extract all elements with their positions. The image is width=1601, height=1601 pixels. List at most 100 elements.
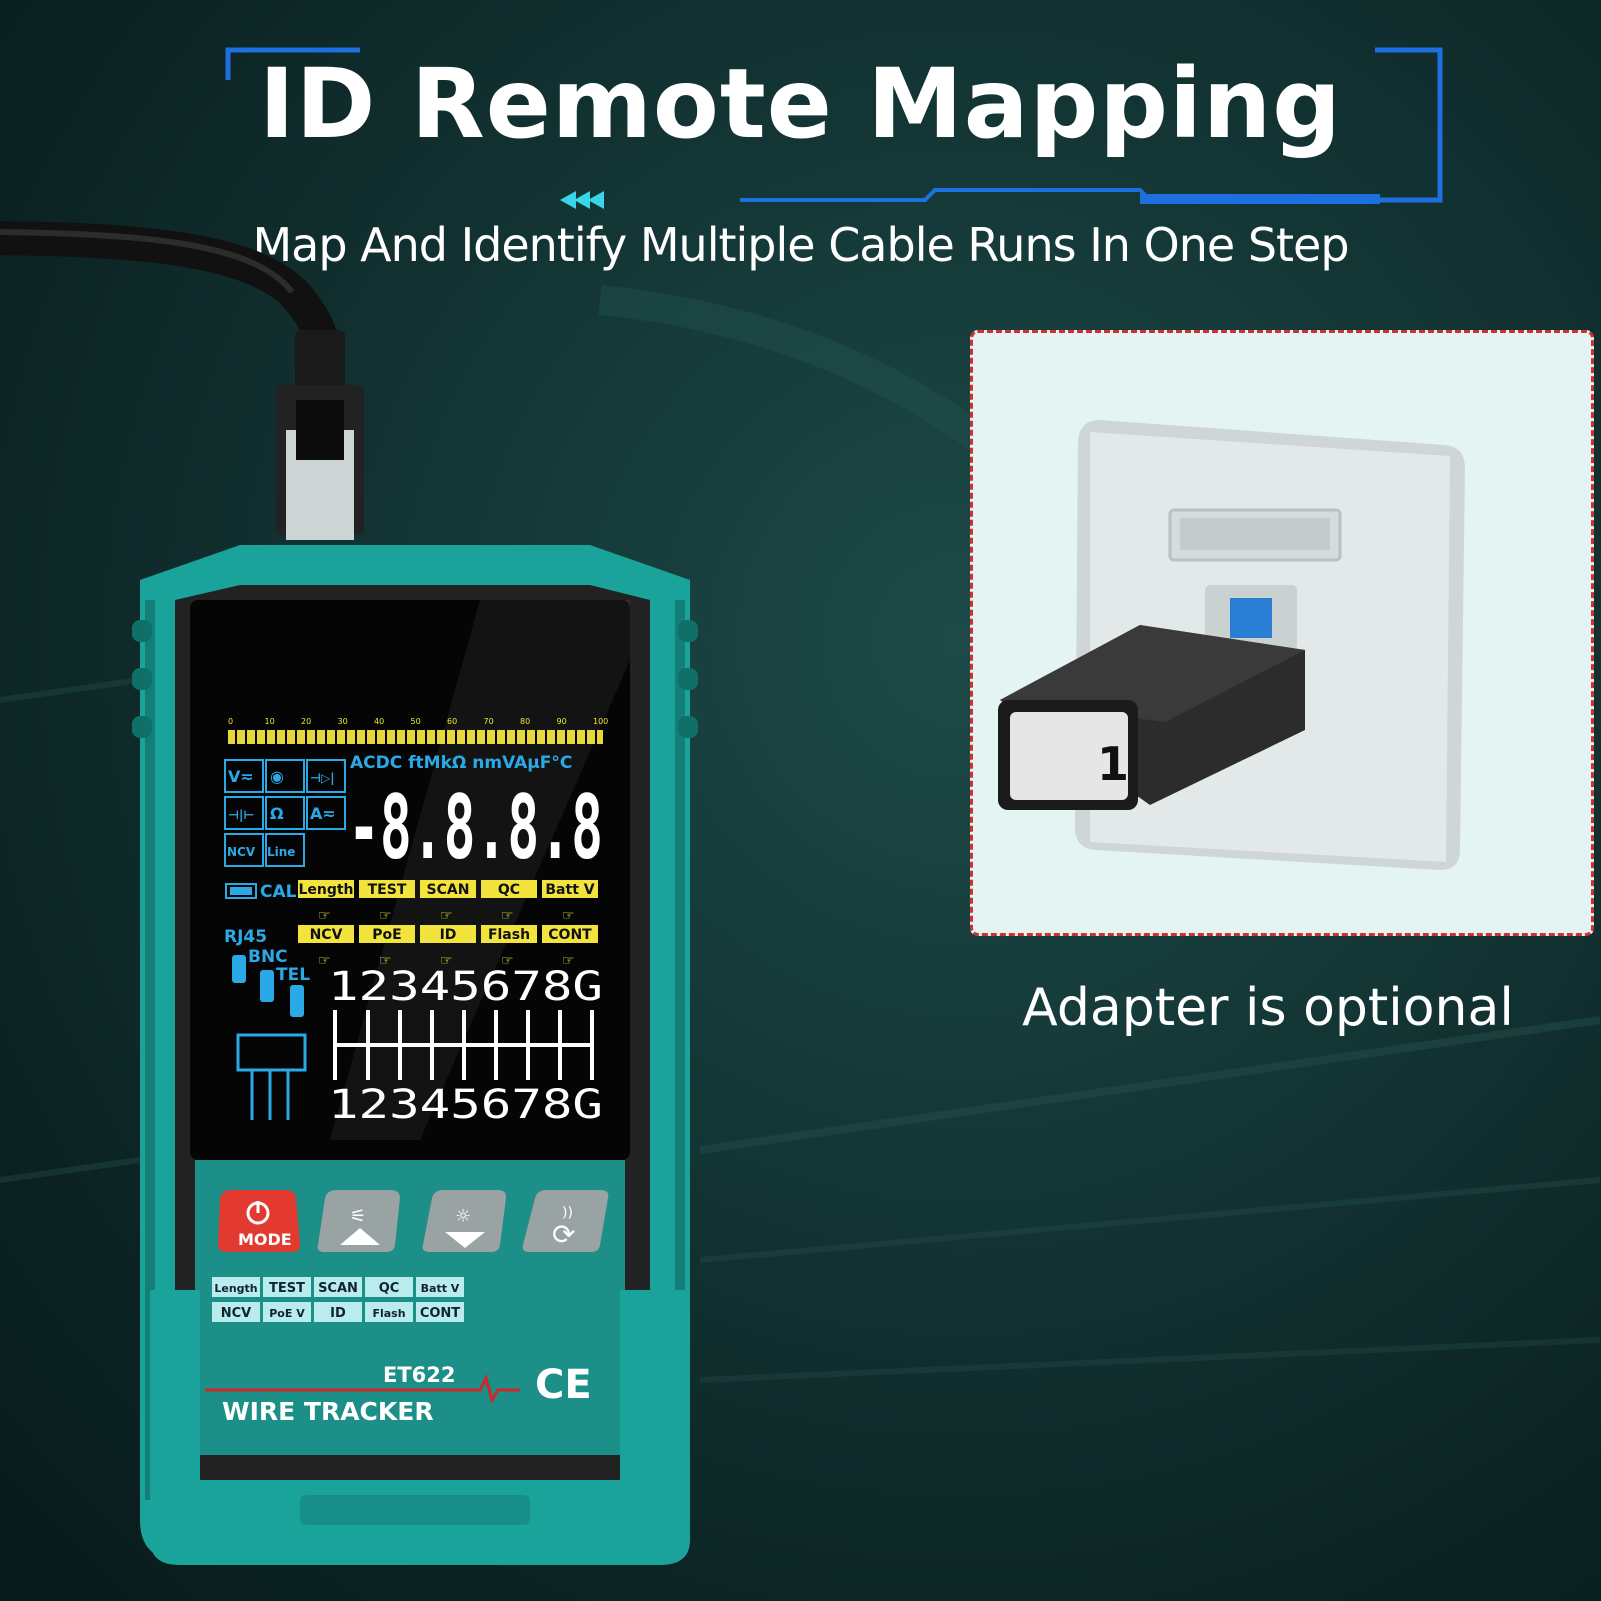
pointer-icon: ☞ <box>318 908 331 924</box>
legend-label: Flash <box>372 1307 405 1320</box>
ce-mark: CE <box>535 1362 592 1408</box>
bulb-icon: ☼ <box>455 1206 471 1227</box>
pulse-line <box>205 1373 520 1404</box>
mode-indicator-box <box>298 925 354 943</box>
side-label: BNC <box>248 947 288 967</box>
legend-label: CONT <box>420 1306 460 1321</box>
legend-label: ID <box>330 1306 346 1321</box>
adapter-panel <box>970 330 1594 936</box>
pointer-icon: ☞ <box>318 953 331 969</box>
mode-indicator-label: Flash <box>488 927 530 943</box>
cycle-button[interactable]: ⟳ )) <box>522 1190 609 1252</box>
mode-indicator-label: SCAN <box>427 882 470 898</box>
scale-tick-label: 60 <box>447 717 457 726</box>
pointer-icon: ☞ <box>379 953 392 969</box>
page-subtitle: Map And Identify Multiple Cable Runs In … <box>252 218 1349 272</box>
mode-indicator-label: Length <box>298 882 353 898</box>
pointer-icon: ☞ <box>501 953 514 969</box>
scale-tick-label: 0 <box>228 717 233 726</box>
function-icon-label: NCV <box>227 845 256 859</box>
scale-tick-label: 40 <box>374 717 384 726</box>
function-icon-label: Ω <box>270 804 284 823</box>
scale-tick-label: 20 <box>301 717 311 726</box>
legend-label: QC <box>379 1281 400 1296</box>
arrow-up-icon <box>340 1228 380 1245</box>
pin-numbers-top: 12345678G <box>328 964 603 1010</box>
function-icon-label: V≂ <box>228 767 254 786</box>
legend-box <box>263 1302 311 1322</box>
adapter-caption: Adapter is optional <box>1022 978 1514 1038</box>
model-number: ET622 <box>383 1363 456 1387</box>
scale-tick-label: 70 <box>484 717 494 726</box>
mode-indicator-box <box>359 880 415 898</box>
network-cable <box>0 221 364 540</box>
scale-tick-label: 100 <box>593 717 608 726</box>
mode-button-label: MODE <box>238 1230 292 1249</box>
title-bracket-right <box>740 47 1443 204</box>
pointer-icon: ☞ <box>501 908 514 924</box>
function-icon-label: ⊣|⊢ <box>228 808 254 822</box>
legend-box <box>263 1277 311 1297</box>
pointer-icon: ☞ <box>440 953 453 969</box>
mode-indicator-label: NCV <box>310 927 343 943</box>
legend-label: Length <box>214 1282 257 1295</box>
side-label: TEL <box>276 965 310 985</box>
mode-indicator-label: QC <box>498 882 520 898</box>
scale-tick-label: 10 <box>265 717 275 726</box>
flashlight-icon: ⚟ <box>350 1206 366 1227</box>
mode-indicator-box <box>298 880 354 898</box>
legend-box <box>212 1302 260 1322</box>
connector-icons <box>232 955 304 1017</box>
side-label: CAL <box>260 882 297 902</box>
legend-label: SCAN <box>318 1281 358 1296</box>
up-button[interactable]: ⚟ <box>317 1190 400 1252</box>
mode-indicator-box <box>542 880 598 898</box>
device-name: WIRE TRACKER <box>222 1397 434 1426</box>
legend-label: Batt V <box>421 1282 460 1295</box>
mode-indicator-box <box>420 880 476 898</box>
probe-icon <box>236 1033 307 1120</box>
wire-tracker-device: 0 10 20 30 40 50 60 70 80 90 100 ACDC ftMkΩ nmVAμF… <box>132 545 698 1565</box>
mode-indicator-label: CONT <box>548 927 592 943</box>
legend-label: TEST <box>269 1281 305 1296</box>
units-row: ACDC ftMkΩ nmVAμF°C <box>350 753 572 773</box>
title-bracket-left <box>225 47 360 80</box>
cable-boot <box>295 330 345 400</box>
pointer-icon: ☞ <box>562 953 575 969</box>
down-button[interactable]: ☼ <box>422 1190 507 1252</box>
legend-label: NCV <box>221 1306 251 1321</box>
function-icon-label: ◉ <box>270 767 284 786</box>
legend-label: PoE V <box>269 1307 305 1320</box>
legend-box <box>314 1277 362 1297</box>
function-icon-label: Line <box>267 845 295 859</box>
mode-indicator-box <box>481 925 537 943</box>
main-reading: -8.8.8.8 <box>348 776 603 879</box>
function-icon-label: A≂ <box>310 804 336 823</box>
legend-box <box>416 1302 464 1322</box>
scale-tick-label: 80 <box>520 717 530 726</box>
pointer-icon: ☞ <box>379 908 392 924</box>
mode-indicator-box <box>359 925 415 943</box>
mode-indicator-label: Batt V <box>545 882 594 898</box>
battery-icon <box>225 883 257 899</box>
mode-indicator-label: PoE <box>372 927 401 943</box>
pointer-icon: ☞ <box>562 908 575 924</box>
mode-indicator-label: TEST <box>368 882 407 898</box>
chevron-left-icon <box>560 191 604 209</box>
legend-box <box>212 1277 260 1297</box>
mode-indicator-box <box>542 925 598 943</box>
mode-indicator-box <box>481 880 537 898</box>
scale-tick-label: 30 <box>338 717 348 726</box>
wiremap-lines <box>333 1010 594 1080</box>
refresh-icon: ⟳ <box>552 1218 575 1251</box>
mode-power-button[interactable]: MODE <box>218 1190 300 1252</box>
legend-box <box>365 1277 413 1297</box>
mode-indicator-label: ID <box>440 927 457 943</box>
arrow-down-icon <box>445 1232 485 1248</box>
scale-tick-label: 90 <box>557 717 567 726</box>
scale-tick-label: 50 <box>411 717 421 726</box>
page-title: ID Remote Mapping <box>259 48 1342 160</box>
pin-numbers-bottom: 12345678G <box>328 1082 603 1128</box>
function-icon-label: ⊣▷| <box>310 771 335 785</box>
